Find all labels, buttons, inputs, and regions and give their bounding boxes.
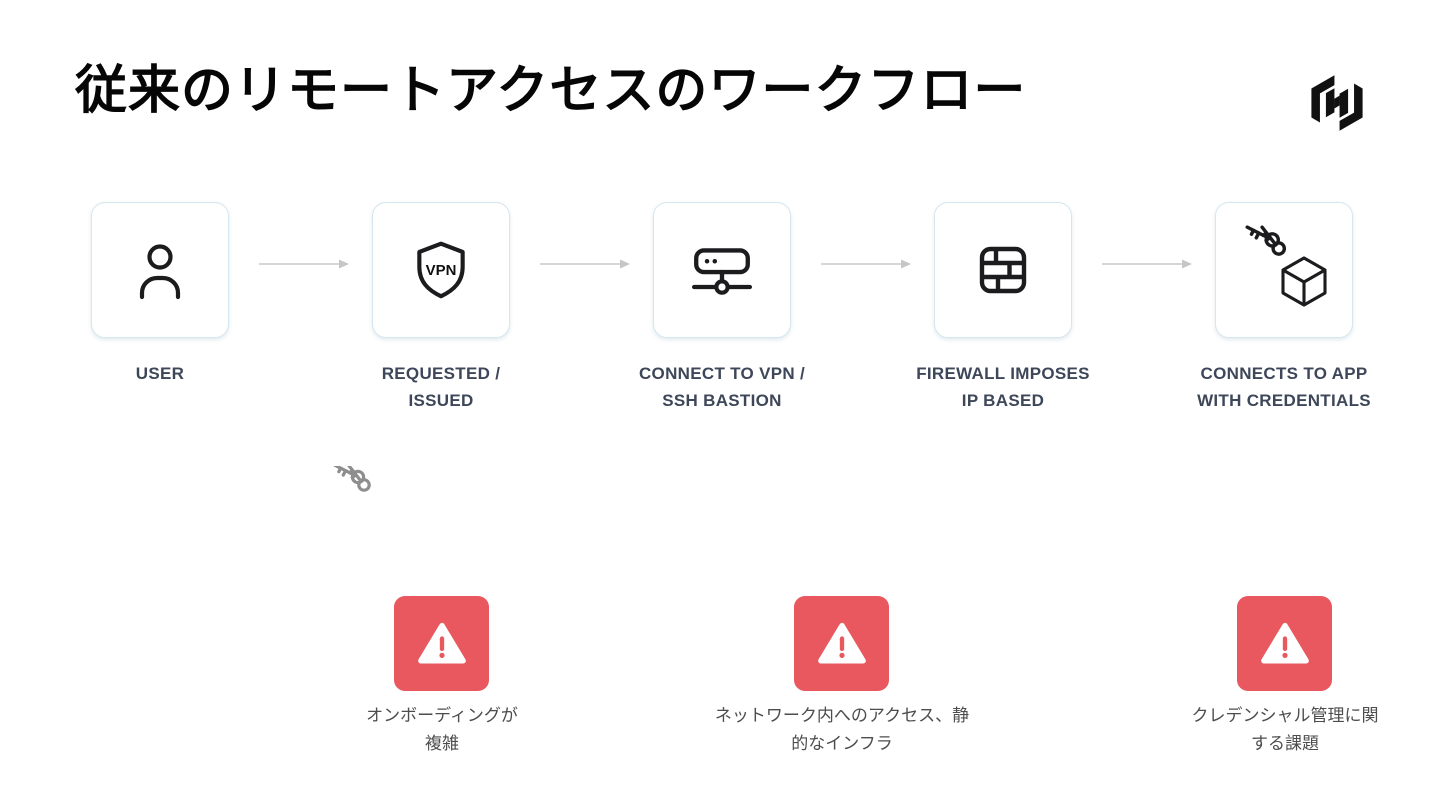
- warning-triangle-icon: [817, 622, 866, 663]
- hashicorp-logo: [1311, 75, 1363, 131]
- warning-tile-network: [794, 596, 889, 691]
- step-label-vpn: REQUESTED /ISSUED: [381, 364, 501, 410]
- page-title: 従来のリモートアクセスのワークフロー: [75, 62, 1027, 120]
- dotted-connector: [439, 510, 443, 596]
- step-card-vpn: VPN: [372, 202, 510, 338]
- flow-arrow-icon: [259, 259, 349, 269]
- flow-arrow-icon: [540, 259, 630, 269]
- step-label-user: USER: [135, 364, 185, 383]
- warning-triangle-icon: [417, 622, 466, 663]
- warning-caption-network: ネットワーク内へのアクセス、静的なインフラ: [714, 706, 970, 753]
- warning-triangle-icon: [1260, 622, 1309, 663]
- warning-caption-onboarding: オンボーディングが複雑: [366, 706, 518, 753]
- warning-tile-credentials: [1237, 596, 1332, 691]
- step-card-bastion: [653, 202, 791, 338]
- user-icon: [139, 244, 181, 300]
- step-card-firewall: [934, 202, 1072, 338]
- keys-icon: [330, 466, 373, 494]
- vpn-badge-text: VPN: [426, 262, 457, 279]
- server-network-icon: [691, 248, 753, 295]
- vpn-shield-icon: VPN: [417, 241, 465, 299]
- keys-and-app-icon: [1242, 225, 1327, 307]
- dotted-connector: [1283, 413, 1287, 592]
- step-card-user: [91, 202, 229, 338]
- firewall-icon: [979, 246, 1027, 294]
- flow-arrow-icon: [1102, 259, 1192, 269]
- warning-tile-onboarding: [394, 596, 489, 691]
- dotted-connector: [840, 385, 844, 595]
- flow-arrow-icon: [821, 259, 911, 269]
- step-card-app: [1215, 202, 1353, 338]
- warning-caption-credentials: クレデンシャル管理に関する課題: [1191, 706, 1379, 753]
- step-label-bastion: CONNECT TO VPN /SSH BASTION: [638, 364, 805, 410]
